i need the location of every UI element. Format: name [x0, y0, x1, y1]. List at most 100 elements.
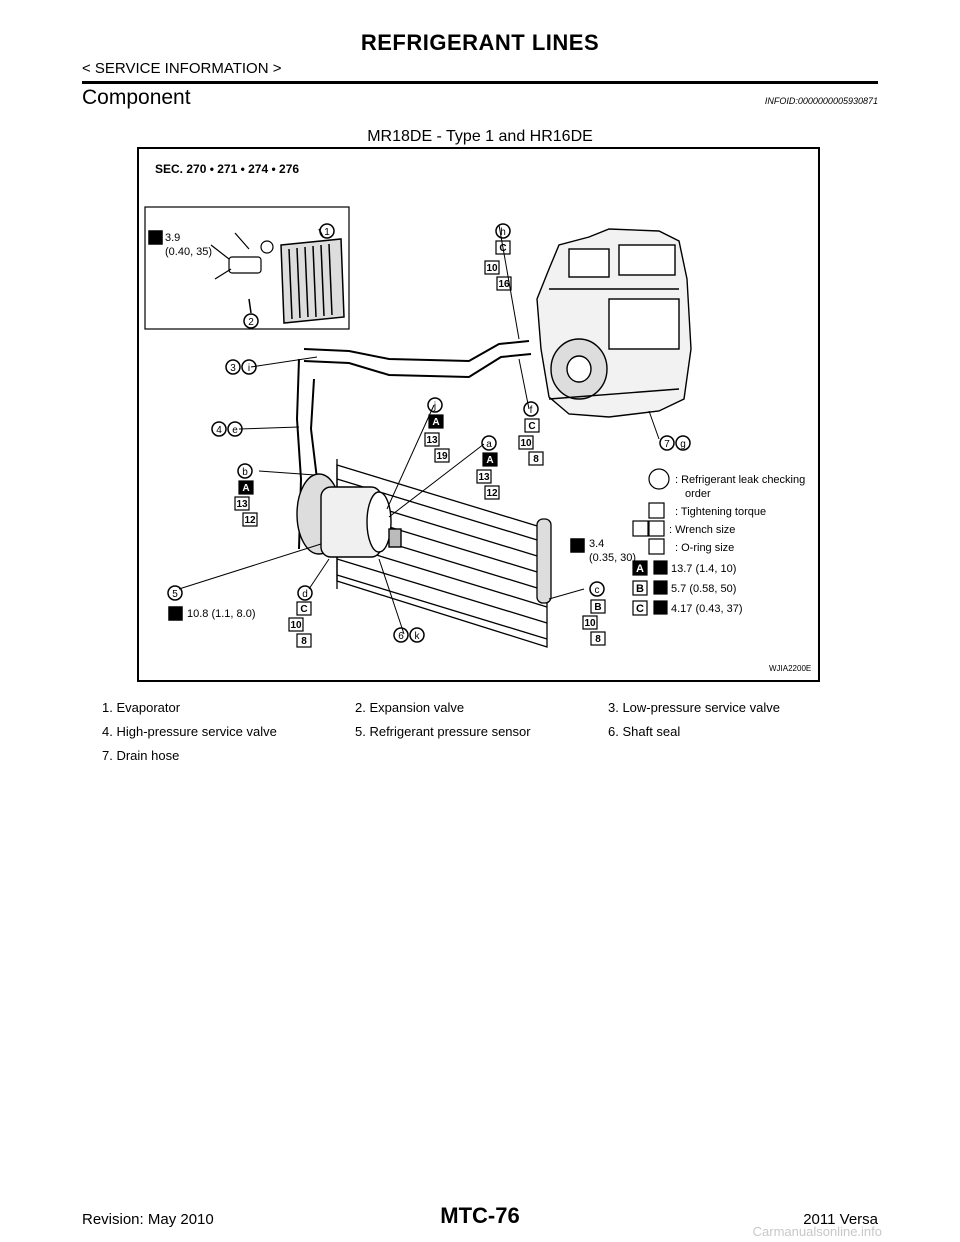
tag-A-a: A: [482, 452, 498, 467]
expansion-valve-drawing: [210, 232, 274, 280]
svg-text:2: 2: [248, 317, 254, 328]
svg-text:8: 8: [301, 636, 307, 647]
tag-12-b: 12: [242, 512, 258, 527]
tag-13-a: 13: [476, 469, 492, 484]
svg-text:C: C: [636, 603, 644, 615]
compressor-drawing: [296, 473, 402, 558]
svg-text:C: C: [499, 243, 506, 254]
svg-text:1: 1: [324, 227, 330, 238]
callout-b: b: [237, 463, 253, 479]
svg-text:6: 6: [398, 631, 404, 642]
legend-item-shaft-seal: 6. Shaft seal: [608, 724, 681, 739]
svg-text:A: A: [432, 417, 439, 428]
sec-label: SEC. 270 • 271 • 274 • 276: [155, 162, 299, 176]
inset-torque-label: 3.9 (0.40, 35): [148, 230, 212, 258]
tag-A-b: A: [238, 480, 254, 495]
tag-12-a: 12: [484, 485, 500, 500]
callout-g: g: [675, 435, 691, 451]
svg-text:12: 12: [486, 488, 498, 499]
callout-f: f: [523, 401, 539, 417]
svg-text:(0.40, 35): (0.40, 35): [165, 246, 212, 258]
component-heading: Component: [82, 86, 191, 109]
callout-5: 5: [167, 585, 183, 601]
hvac-unit-drawing: [536, 228, 692, 418]
svg-text:i: i: [248, 363, 250, 374]
svg-text:13: 13: [478, 472, 490, 483]
callout-k: k: [409, 627, 425, 643]
svg-text:4: 4: [216, 425, 222, 436]
svg-text:k: k: [415, 631, 421, 642]
tag-C-d: C: [296, 601, 312, 616]
svg-text:f: f: [530, 405, 533, 416]
callout-3: 3: [225, 359, 241, 375]
svg-text:19: 19: [436, 451, 448, 462]
receiver-torque-label: 3.4 (0.35, 30): [570, 538, 636, 564]
svg-text:(0.35, 30): (0.35, 30): [589, 552, 636, 564]
leader-2: [248, 298, 252, 314]
refrigerant-lines-diagram: SEC. 270 • 271 • 274 • 276 1 2 3.9 (0.40…: [144, 162, 811, 673]
tag-C-h: C: [495, 240, 511, 255]
svg-text:: Tightening torque: : Tightening torque: [675, 506, 766, 518]
tag-10-h: 10: [484, 260, 500, 275]
svg-text:C: C: [528, 421, 535, 432]
tag-A-j: A: [428, 414, 444, 429]
svg-text:: Refrigerant leak checking: : Refrigerant leak checking: [675, 474, 805, 486]
svg-text:B: B: [594, 602, 601, 613]
header-rule: [82, 81, 878, 84]
svg-text:13: 13: [426, 435, 438, 446]
svg-text:e: e: [232, 425, 238, 436]
legend-item-refrigerant-pressure-sensor: 5. Refrigerant pressure sensor: [355, 724, 531, 739]
svg-text:j: j: [433, 401, 436, 412]
legend-row: 4. High-pressure service valve 5. Refrig…: [102, 724, 862, 748]
tag-19-j: 19: [434, 448, 450, 463]
svg-text:4.17 (0.43, 37): 4.17 (0.43, 37): [671, 603, 743, 615]
tag-10-d: 10: [288, 617, 304, 632]
tag-10-c: 10: [582, 615, 598, 630]
svg-text:10: 10: [520, 438, 532, 449]
watermark: Carmanualsonline.info: [752, 1224, 882, 1239]
footer-page-number: MTC-76: [440, 1203, 520, 1228]
svg-text:g: g: [680, 439, 686, 450]
legend-item-high-pressure-service-valve: 4. High-pressure service valve: [102, 724, 277, 739]
legend-item-evaporator: 1. Evaporator: [102, 700, 181, 715]
svg-text:5: 5: [172, 589, 178, 600]
svg-text:16: 16: [498, 279, 510, 290]
svg-text:: O-ring size: : O-ring size: [675, 542, 734, 554]
svg-text:a: a: [486, 439, 492, 450]
tag-8-d: 8: [296, 633, 312, 648]
svg-text:12: 12: [244, 515, 256, 526]
tag-13-j: 13: [424, 432, 440, 447]
component-diagram-frame: SEC. 270 • 271 • 274 • 276 1 2 3.9 (0.40…: [137, 147, 820, 682]
callout-7: 7: [659, 435, 675, 451]
svg-text:order: order: [685, 488, 711, 500]
svg-text:13.7 (1.4, 10): 13.7 (1.4, 10): [671, 563, 736, 575]
svg-text:5.7 (0.58, 50): 5.7 (0.58, 50): [671, 583, 736, 595]
tag-B-c: B: [590, 599, 606, 614]
svg-text:A: A: [242, 483, 249, 494]
callout-4: 4: [211, 421, 227, 437]
legend-row: 7. Drain hose: [102, 748, 862, 772]
svg-text:7: 7: [664, 439, 670, 450]
page-title: REFRIGERANT LINES: [360, 30, 600, 55]
svg-text:A: A: [636, 563, 644, 575]
callout-j: j: [427, 397, 443, 413]
tag-8-c: 8: [590, 631, 606, 646]
legend-item-expansion-valve: 2. Expansion valve: [355, 700, 465, 715]
legend-row: 1. Evaporator 2. Expansion valve 3. Low-…: [102, 700, 862, 724]
svg-text:3.4: 3.4: [589, 538, 604, 550]
leader-lines: [178, 224, 660, 635]
svg-text:13: 13: [236, 499, 248, 510]
callout-2: 2: [243, 313, 259, 329]
svg-text:8: 8: [533, 454, 539, 465]
tag-8-f: 8: [528, 451, 544, 466]
svg-text:b: b: [242, 467, 248, 478]
callout-i: i: [241, 359, 257, 375]
tag-16-h: 16: [496, 276, 512, 291]
callout-d: d: [297, 585, 313, 601]
svg-text:h: h: [500, 227, 506, 238]
evaporator-drawing: [280, 238, 345, 324]
legend-item-drain-hose: 7. Drain hose: [102, 748, 180, 763]
svg-text:c: c: [595, 585, 600, 596]
callout-1: 1: [319, 223, 335, 239]
info-id: INFOID:0000000005930871: [764, 96, 878, 106]
